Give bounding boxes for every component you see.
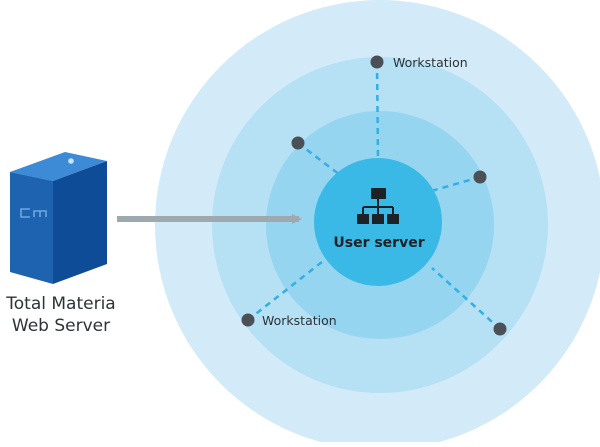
workstation-node-upper-left[interactable] (291, 136, 305, 150)
connector-upper-right (427, 175, 481, 194)
server-front (10, 172, 53, 284)
server-label-line1: Total Materia (5, 294, 115, 314)
connector-lower-right (431, 267, 501, 330)
server-power-light (68, 158, 74, 164)
connector-lines (247, 61, 501, 330)
user-server-label: User server (333, 235, 424, 251)
cm-logo-icon (20, 208, 47, 218)
connector-top (375, 61, 380, 161)
server-label-line2: Web Server (12, 316, 110, 336)
server-side (53, 161, 107, 284)
workstation-label-lower-left: Workstation (262, 313, 337, 328)
network-hierarchy-icon (357, 188, 399, 224)
web-server-tower-icon (10, 152, 107, 284)
workstation-node-upper-right[interactable] (473, 170, 487, 184)
connector-upper-left (297, 142, 341, 176)
workstation-label-top: Workstation (393, 55, 468, 70)
workstation-node-top[interactable] (370, 55, 384, 69)
workstation-node-lower-right[interactable] (493, 322, 507, 336)
workstation-node-lower-left[interactable] (241, 313, 255, 327)
server-top (10, 152, 107, 181)
workstation-nodes (241, 55, 507, 336)
connector-lower-left (247, 257, 328, 321)
